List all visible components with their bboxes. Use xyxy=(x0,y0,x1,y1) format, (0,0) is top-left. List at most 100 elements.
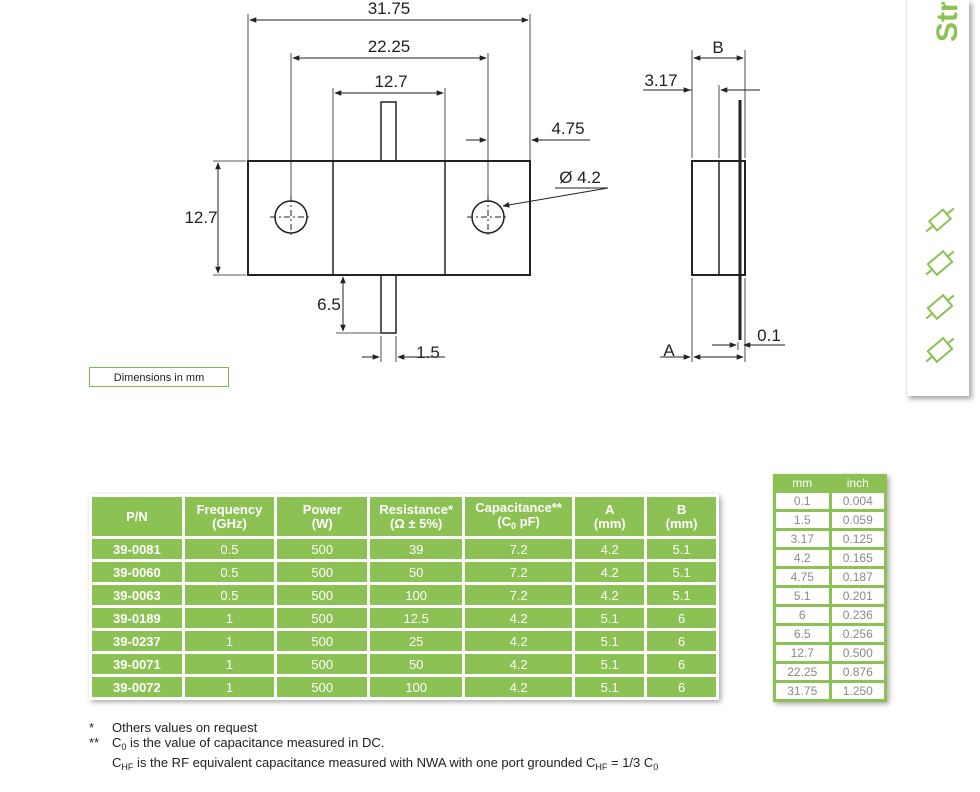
cell-pn: 39-0189 xyxy=(92,608,182,628)
body-outline xyxy=(332,160,446,276)
cell-a: 5.1 xyxy=(575,608,645,628)
sidebar-title: Str xyxy=(931,2,964,42)
cell-inch: 0.256 xyxy=(831,626,884,642)
cell-resistance: 12.5 xyxy=(370,608,462,628)
conversion-header-mm: mm xyxy=(776,477,829,490)
cell-inch: 0.125 xyxy=(831,531,884,547)
cell-inch: 0.236 xyxy=(831,607,884,623)
cell-mm: 0.1 xyxy=(776,493,829,509)
cell-resistance: 25 xyxy=(370,631,462,651)
cell-pn: 39-0071 xyxy=(92,654,182,674)
cell-power: 500 xyxy=(277,562,368,582)
cell-b: 6 xyxy=(647,631,716,651)
technical-drawing: 31.75 22.25 12.7 4.75 Ø 4.2 12.7 6.5 1.5… xyxy=(184,0,785,362)
sidebar-icons xyxy=(925,207,955,364)
cell-power: 500 xyxy=(277,631,368,651)
cell-frequency: 1 xyxy=(184,654,275,674)
footnote-1-text: Others values on request xyxy=(112,720,258,735)
cell-mm: 6 xyxy=(776,607,829,623)
product-table-header: P/N Frequency(GHz) Power(W) Resistance*(… xyxy=(92,497,716,536)
cell-frequency: 1 xyxy=(184,608,275,628)
cell-mm: 3.17 xyxy=(776,531,829,547)
cell-capacitance: 7.2 xyxy=(464,562,573,582)
dim-hole-spacing: 22.25 xyxy=(368,37,411,56)
cell-a: 5.1 xyxy=(575,677,645,697)
cell-b: 6 xyxy=(647,677,716,697)
front-view xyxy=(213,14,609,362)
header-resistance: Resistance*(Ω ± 5%) xyxy=(370,497,462,536)
dimension-labels: 31.75 22.25 12.7 4.75 Ø 4.2 12.7 6.5 1.5… xyxy=(184,0,780,362)
cell-capacitance: 4.2 xyxy=(464,608,573,628)
cell-frequency: 1 xyxy=(184,631,275,651)
side-view xyxy=(643,50,785,362)
cell-resistance: 50 xyxy=(370,562,462,582)
footnote-2-mark: ** xyxy=(89,735,100,750)
sidebar-tab xyxy=(906,0,969,396)
header-capacitance: Capacitance**(C0 pF) xyxy=(464,497,573,536)
cell-b: 5.1 xyxy=(647,562,716,582)
cell-frequency: 0.5 xyxy=(184,562,275,582)
cell-b: 5.1 xyxy=(647,539,716,559)
cell-mm: 5.1 xyxy=(776,588,829,604)
dim-lead-length: 6.5 xyxy=(317,295,341,314)
cell-inch: 0.500 xyxy=(831,645,884,661)
conversion-header-inch: inch xyxy=(831,477,884,490)
cell-resistance: 39 xyxy=(370,539,462,559)
cell-mm: 31.75 xyxy=(776,683,829,699)
header-power: Power(W) xyxy=(277,497,368,536)
cell-frequency: 1 xyxy=(184,677,275,697)
cell-a: 4.2 xyxy=(575,585,645,605)
cell-pn: 39-0060 xyxy=(92,562,182,582)
cell-inch: 0.059 xyxy=(831,512,884,528)
cell-mm: 22.25 xyxy=(776,664,829,680)
cell-inch: 0.165 xyxy=(831,550,884,566)
cell-inch: 0.201 xyxy=(831,588,884,604)
footnote-1-mark: * xyxy=(89,720,95,735)
cell-pn: 39-0237 xyxy=(92,631,182,651)
dim-lead-thickness: 0.1 xyxy=(757,326,781,345)
footnote-3-text: is the RF equivalent capacitance measure… xyxy=(133,755,596,770)
cell-a: 4.2 xyxy=(575,539,645,559)
dim-side-offset: 3.17 xyxy=(644,71,677,90)
dim-side-b: B xyxy=(712,38,723,57)
cell-mm: 4.2 xyxy=(776,550,829,566)
footnote-2: ** C0 is the value of capacitance measur… xyxy=(89,735,385,752)
dim-overall-length: 31.75 xyxy=(368,0,411,18)
cell-mm: 6.5 xyxy=(776,626,829,642)
resistor-icon xyxy=(925,293,955,321)
cell-mm: 1.5 xyxy=(776,512,829,528)
conversion-header: mm inch xyxy=(776,477,884,490)
cell-b: 6 xyxy=(647,608,716,628)
cell-pn: 39-0063 xyxy=(92,585,182,605)
dim-lead-width: 1.5 xyxy=(416,343,440,362)
cell-mm: 12.7 xyxy=(776,645,829,661)
cell-pn: 39-0072 xyxy=(92,677,182,697)
cell-power: 500 xyxy=(277,677,368,697)
cell-inch: 0.004 xyxy=(831,493,884,509)
footnote-3: CHF is the RF equivalent capacitance mea… xyxy=(112,755,659,772)
header-b: B(mm) xyxy=(647,497,716,536)
cell-power: 500 xyxy=(277,585,368,605)
cell-resistance: 100 xyxy=(370,677,462,697)
cell-power: 500 xyxy=(277,608,368,628)
cell-resistance: 100 xyxy=(370,585,462,605)
resistor-icon xyxy=(925,207,955,233)
cell-capacitance: 7.2 xyxy=(464,539,573,559)
cell-frequency: 0.5 xyxy=(184,585,275,605)
footnotes: * Others values on request ** C0 is the … xyxy=(89,720,658,775)
cell-frequency: 0.5 xyxy=(184,539,275,559)
cell-capacitance: 4.2 xyxy=(464,677,573,697)
resistor-icon xyxy=(925,336,955,364)
cell-inch: 1.250 xyxy=(831,683,884,699)
cell-resistance: 50 xyxy=(370,654,462,674)
